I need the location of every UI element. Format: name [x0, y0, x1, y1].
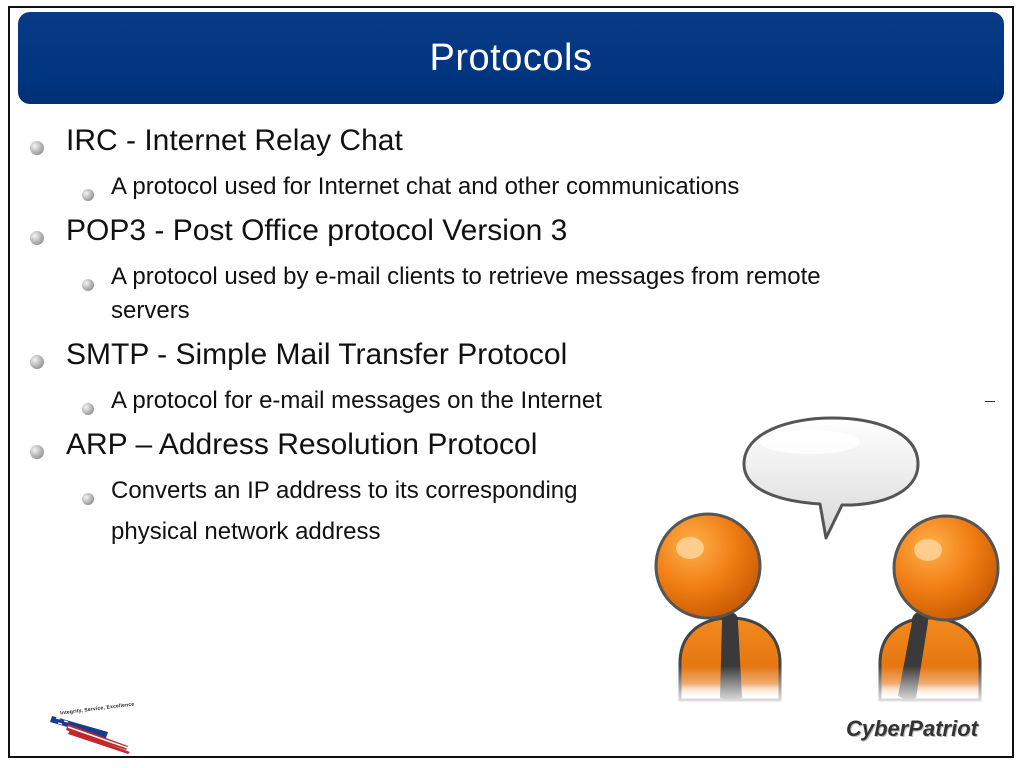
talking-figures-illustration — [640, 416, 1010, 708]
speech-bubble-icon — [742, 416, 920, 540]
slide-title: Protocols — [429, 36, 593, 79]
bullet-icon — [30, 445, 44, 459]
dash-mark — [985, 401, 995, 402]
brand-wordmark: CyberPatriot — [845, 716, 978, 741]
logo: Integrity, Service, Excellence — [48, 701, 138, 756]
title-bar: Protocols — [18, 12, 1004, 104]
bullet-heading-irc: IRC - Internet Relay Chat — [66, 124, 403, 157]
bullet-detail-pop3-line2: servers — [111, 297, 190, 324]
slide: Protocols IRC - Internet Relay Chat A pr… — [8, 6, 1014, 758]
sub-bullet-icon — [82, 403, 94, 415]
sub-bullet-icon — [82, 189, 94, 201]
sub-bullet-icon — [82, 493, 94, 505]
bullet-detail-smtp: A protocol for e-mail messages on the In… — [111, 387, 602, 414]
bullet-heading-arp: ARP – Address Resolution Protocol — [66, 428, 538, 461]
bullet-heading-smtp: SMTP - Simple Mail Transfer Protocol — [66, 338, 568, 371]
bullet-detail-arp-line2: physical network address — [111, 518, 381, 545]
flag-eagle-logo-icon — [50, 716, 130, 754]
sub-bullet-icon — [82, 279, 94, 291]
bullet-icon — [30, 231, 44, 245]
bullet-icon — [30, 355, 44, 369]
bullet-heading-pop3: POP3 - Post Office protocol Version 3 — [66, 214, 568, 247]
bullet-detail-pop3-line1: A protocol used by e-mail clients to ret… — [111, 263, 821, 290]
bullet-detail-irc: A protocol used for Internet chat and ot… — [111, 173, 740, 200]
bullet-detail-arp-line1: Converts an IP address to its correspond… — [111, 477, 578, 504]
bullet-icon — [30, 141, 44, 155]
